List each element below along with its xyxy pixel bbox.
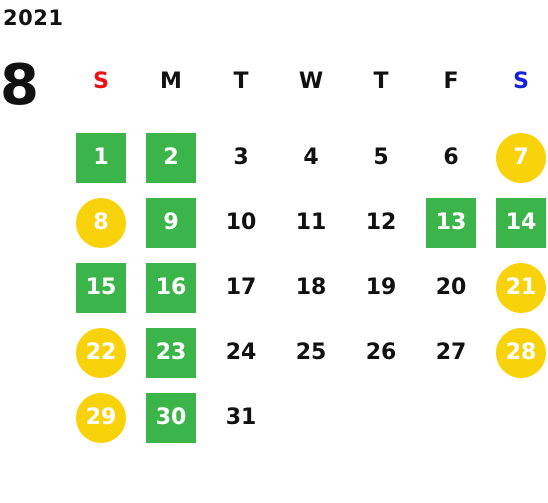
day-number: 20 [435, 275, 467, 300]
day-number: 14 [496, 197, 546, 248]
day-cell[interactable]: 6 [416, 125, 486, 190]
day-number: 31 [225, 405, 257, 430]
day-number: 23 [146, 327, 196, 378]
day-number: 24 [225, 340, 257, 365]
day-cell[interactable]: 5 [346, 125, 416, 190]
day-number: 25 [295, 340, 327, 365]
day-number: 13 [426, 197, 476, 248]
day-cell[interactable]: 10 [206, 190, 276, 255]
day-cell[interactable]: 4 [276, 125, 346, 190]
day-cell[interactable]: 18 [276, 255, 346, 320]
weekday-saturday: S [513, 68, 529, 94]
day-cell[interactable]: 1 [66, 125, 136, 190]
day-number: 16 [146, 262, 196, 313]
day-number: 29 [76, 392, 126, 443]
day-number: 15 [76, 262, 126, 313]
day-cell[interactable]: 2 [136, 125, 206, 190]
day-number: 27 [435, 340, 467, 365]
weekday-friday: F [443, 68, 459, 94]
day-cell[interactable]: 29 [66, 385, 136, 450]
day-number: 11 [295, 210, 327, 235]
day-number: 1 [76, 132, 126, 183]
day-number: 28 [496, 327, 546, 378]
day-cell[interactable]: 3 [206, 125, 276, 190]
day-number: 4 [303, 145, 319, 170]
day-cell[interactable]: 8 [66, 190, 136, 255]
day-cell[interactable]: 15 [66, 255, 136, 320]
weekday-tuesday: T [233, 68, 249, 94]
day-number: 2 [146, 132, 196, 183]
day-cell[interactable]: 26 [346, 320, 416, 385]
day-cell[interactable]: 24 [206, 320, 276, 385]
day-cell[interactable]: 12 [346, 190, 416, 255]
weekday-header: S M T W T F S [66, 60, 548, 102]
day-cell[interactable]: 17 [206, 255, 276, 320]
day-cell[interactable]: 13 [416, 190, 486, 255]
day-number: 17 [225, 275, 257, 300]
day-number: 3 [233, 145, 249, 170]
day-cell[interactable]: 7 [486, 125, 548, 190]
day-cell[interactable]: 21 [486, 255, 548, 320]
day-cell[interactable]: 16 [136, 255, 206, 320]
day-number: 9 [146, 197, 196, 248]
day-cell[interactable]: 30 [136, 385, 206, 450]
weekday-sunday: S [93, 68, 109, 94]
day-number: 8 [76, 197, 126, 248]
day-cell[interactable]: 20 [416, 255, 486, 320]
day-number: 18 [295, 275, 327, 300]
day-cell[interactable]: 11 [276, 190, 346, 255]
day-number: 10 [225, 210, 257, 235]
day-cell[interactable]: 27 [416, 320, 486, 385]
day-cell[interactable]: 9 [136, 190, 206, 255]
day-number: 21 [496, 262, 546, 313]
day-number: 26 [365, 340, 397, 365]
day-number: 6 [443, 145, 459, 170]
day-number: 19 [365, 275, 397, 300]
day-cell[interactable]: 28 [486, 320, 548, 385]
day-cell[interactable]: 22 [66, 320, 136, 385]
day-number: 12 [365, 210, 397, 235]
month-label: 8 [0, 53, 39, 118]
year-label: 2021 [3, 6, 64, 30]
day-cell[interactable]: 19 [346, 255, 416, 320]
day-number: 30 [146, 392, 196, 443]
day-cell[interactable]: 14 [486, 190, 548, 255]
day-number: 22 [76, 327, 126, 378]
day-cell[interactable]: 31 [206, 385, 276, 450]
weekday-monday: M [160, 68, 182, 94]
day-number: 5 [373, 145, 389, 170]
weekday-thursday: T [373, 68, 389, 94]
day-cell[interactable]: 23 [136, 320, 206, 385]
day-cell[interactable]: 25 [276, 320, 346, 385]
weekday-wednesday: W [298, 68, 324, 94]
day-number: 7 [496, 132, 546, 183]
